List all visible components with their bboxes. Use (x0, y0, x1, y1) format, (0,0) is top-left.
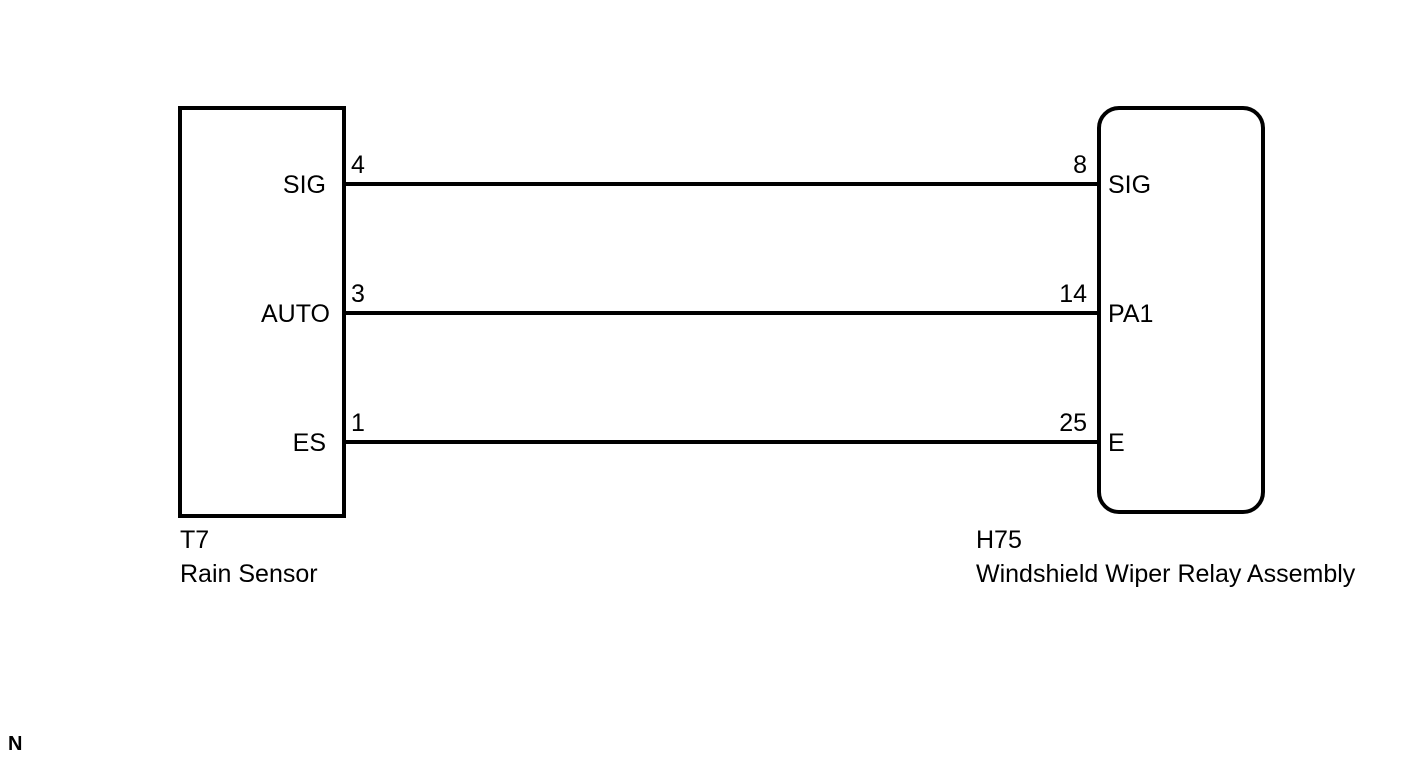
wiper-relay-box (1097, 106, 1265, 514)
right-terminal-label-pa1: PA1 (1108, 300, 1153, 328)
left-terminal-label-auto: AUTO (261, 300, 330, 328)
right-component-code: H75 (976, 526, 1022, 554)
left-component-name: Rain Sensor (180, 560, 318, 588)
left-pin-3: 3 (351, 280, 365, 308)
right-pin-25: 25 (1059, 409, 1087, 437)
right-terminal-label-e: E (1108, 429, 1125, 457)
left-terminal-label-es: ES (293, 429, 326, 457)
left-terminal-label-sig: SIG (283, 171, 326, 199)
right-pin-14: 14 (1059, 280, 1087, 308)
corner-mark: N (8, 733, 22, 755)
right-component-name: Windshield Wiper Relay Assembly (976, 560, 1356, 588)
left-pin-1: 1 (351, 409, 365, 437)
left-component-code: T7 (180, 526, 209, 554)
left-pin-4: 4 (351, 151, 365, 179)
right-pin-8: 8 (1073, 151, 1087, 179)
right-terminal-label-sig: SIG (1108, 171, 1151, 199)
